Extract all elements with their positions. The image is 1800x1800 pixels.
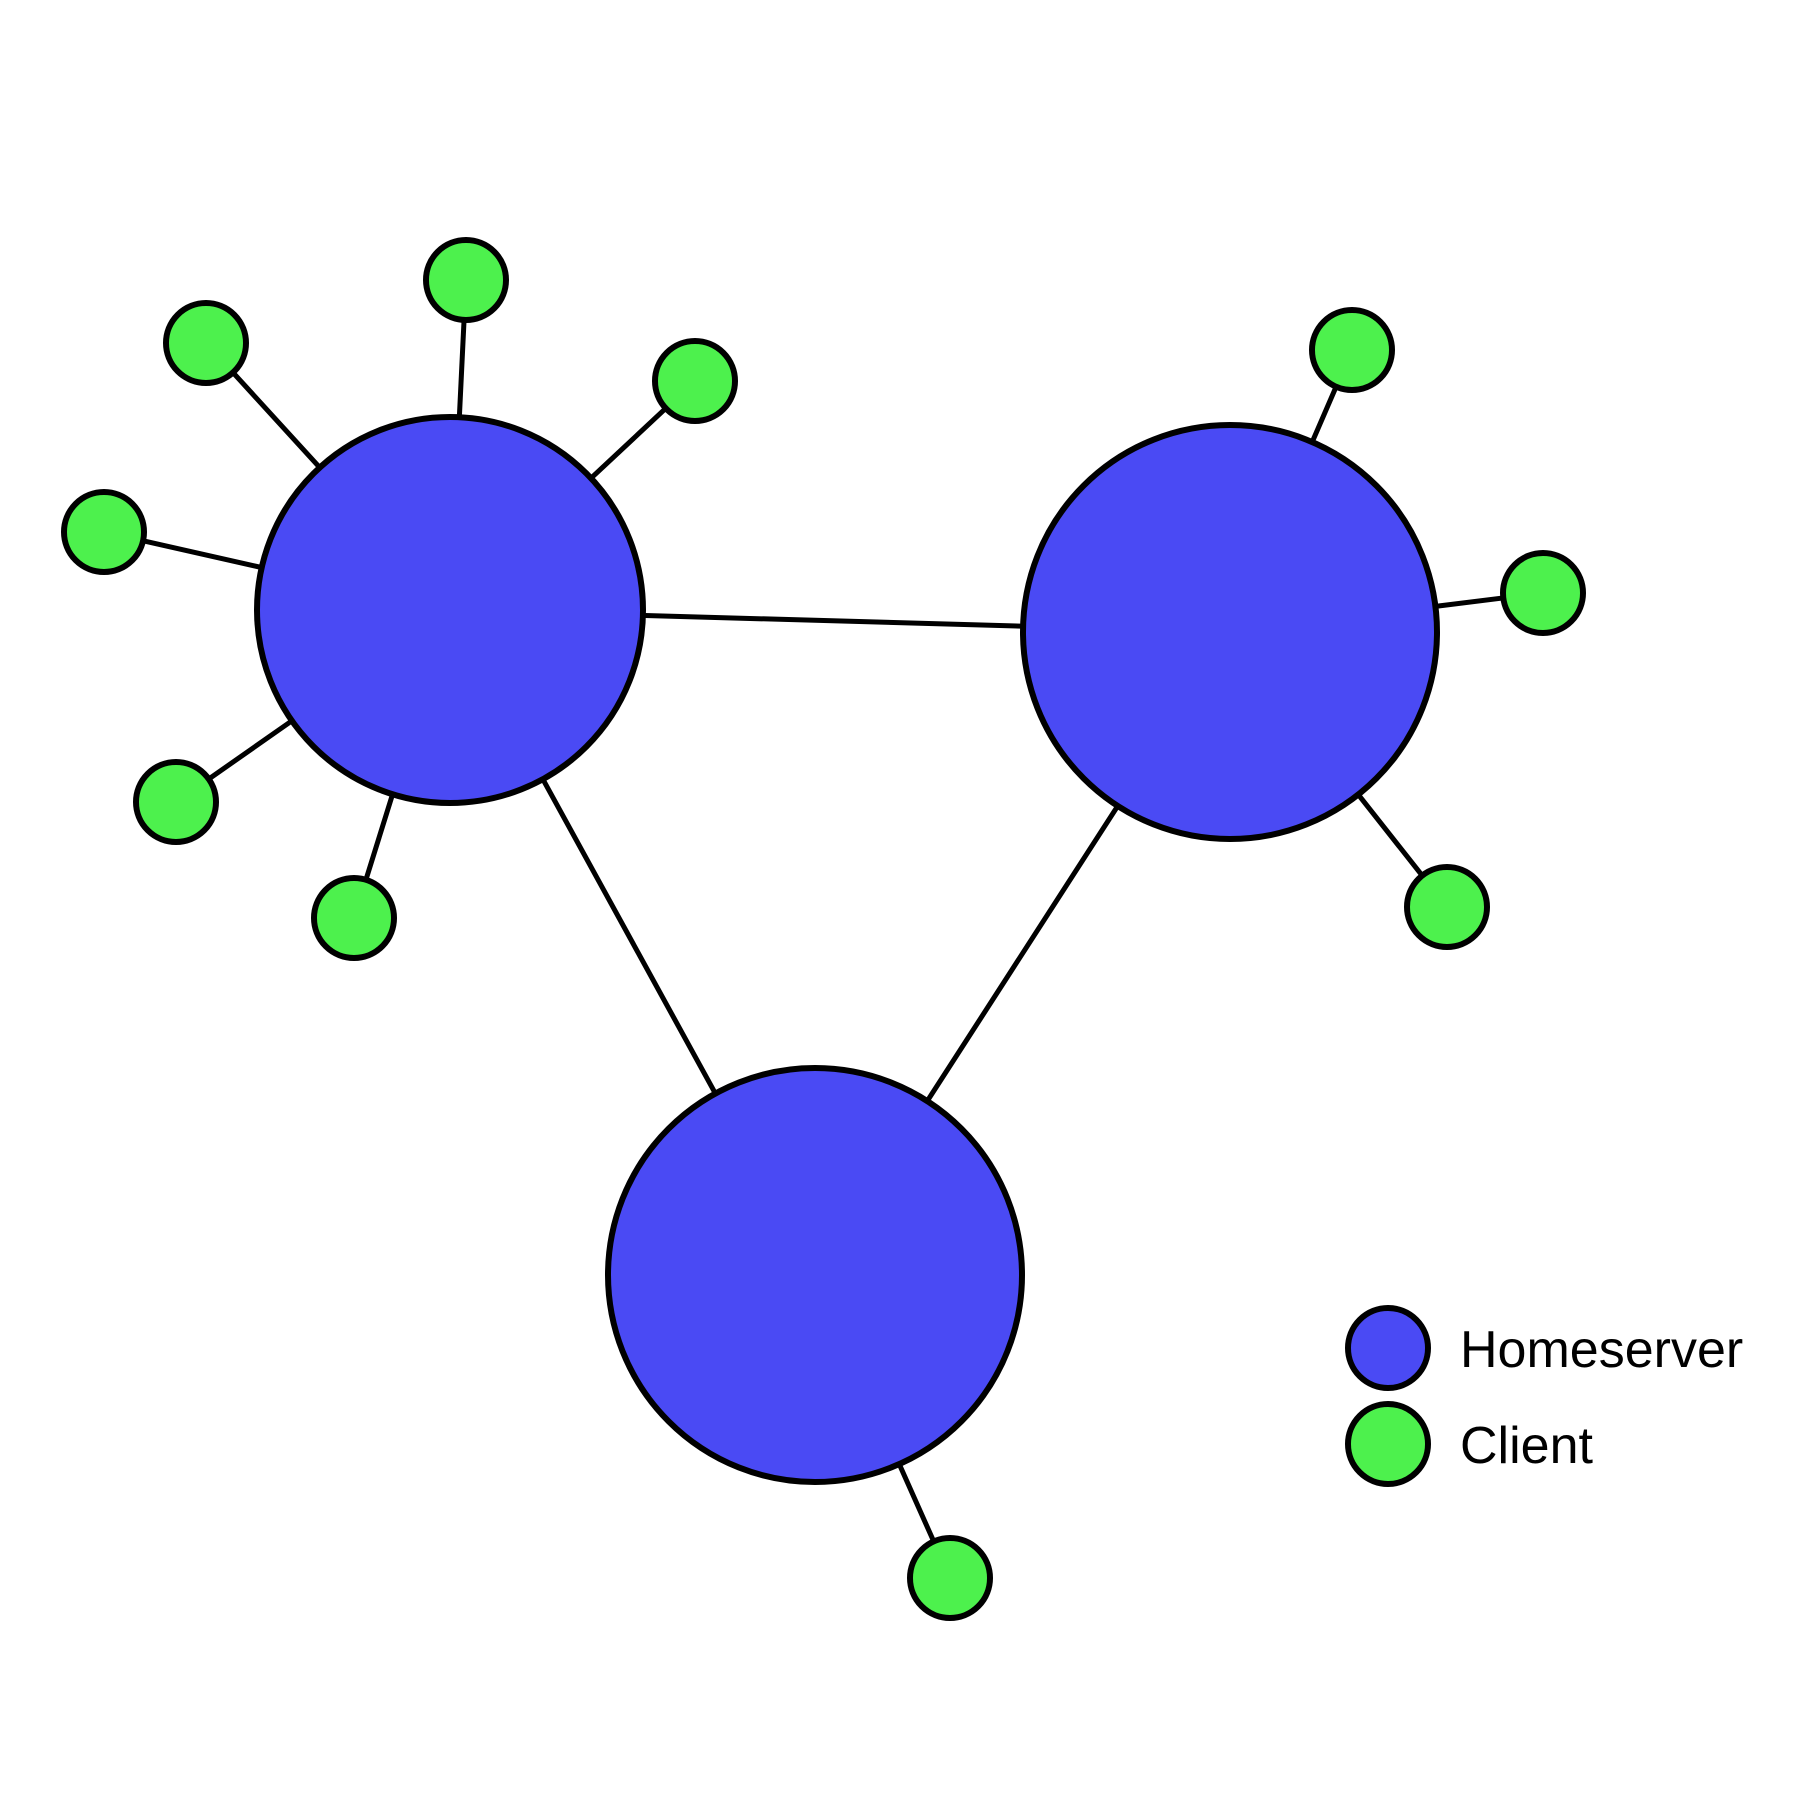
client-node-c6[interactable]: [652, 338, 738, 424]
edge-hs1-c1: [456, 315, 467, 422]
edge-hs2-c7: [1308, 382, 1340, 447]
client-node-c7[interactable]: [1309, 307, 1395, 393]
legend-swatch-homeserver: [1345, 1305, 1431, 1391]
legend-label-homeserver: Homeserver: [1460, 1321, 1743, 1379]
edge-hs2-c8: [1430, 595, 1508, 610]
client-node-c4[interactable]: [133, 759, 219, 845]
edge-hs1-c3: [138, 537, 267, 571]
client-node-c3[interactable]: [61, 489, 147, 575]
client-node-c2[interactable]: [163, 300, 249, 386]
client-node-c5[interactable]: [311, 875, 397, 961]
nodes-group: [61, 237, 1586, 1621]
edges-group: [138, 315, 1508, 1546]
edge-hs1-c5: [362, 789, 396, 885]
edge-hs2-hs3: [923, 801, 1122, 1106]
homeserver-node-hs2[interactable]: [1020, 422, 1440, 842]
edge-hs1-hs2: [638, 612, 1028, 629]
client-node-c10[interactable]: [907, 1535, 993, 1621]
edge-hs1-c6: [587, 404, 670, 483]
edge-hs1-hs3: [539, 774, 719, 1098]
edge-hs3-c10: [895, 1459, 938, 1546]
client-node-c8[interactable]: [1500, 550, 1586, 636]
client-node-c9[interactable]: [1404, 864, 1490, 950]
homeserver-node-hs1[interactable]: [254, 414, 646, 806]
edge-hs1-c2: [229, 368, 324, 472]
legend-label-client: Client: [1460, 1417, 1593, 1475]
client-node-c1[interactable]: [423, 237, 509, 323]
homeserver-node-hs3[interactable]: [605, 1065, 1025, 1485]
edge-hs2-c9: [1354, 790, 1426, 880]
legend-swatch-client: [1345, 1401, 1431, 1487]
edge-hs1-c4: [204, 717, 297, 783]
